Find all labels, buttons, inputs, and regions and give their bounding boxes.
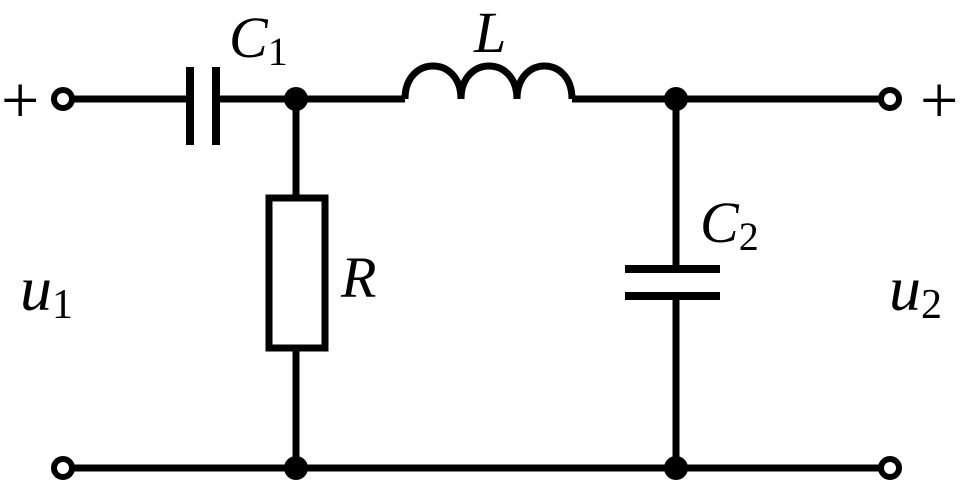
label-c1-sub: 1: [268, 29, 288, 74]
label-c1-main: C: [229, 5, 269, 70]
terminal-input-bottom: [51, 456, 75, 480]
label-u2-main: u: [889, 253, 921, 324]
terminal-input-top: [51, 87, 75, 111]
junction-node-bottom-left: [284, 456, 308, 480]
junction-node-bottom-right: [664, 456, 688, 480]
label-l: L: [473, 0, 506, 65]
terminal-output-top: [878, 87, 902, 111]
label-c2: C2: [700, 190, 759, 259]
resistor-r: [265, 194, 329, 352]
label-u2: u2: [889, 253, 942, 328]
junction-node-top-right: [664, 87, 688, 111]
label-u1-sub: 1: [52, 282, 73, 328]
label-r: R: [340, 245, 376, 310]
label-c2-main: C: [700, 190, 740, 255]
label-c2-sub: 2: [739, 214, 759, 259]
junction-node-top-left: [284, 87, 308, 111]
label-u1: u1: [20, 253, 73, 328]
label-u1-main: u: [20, 253, 52, 324]
inductor-l-coil: [401, 62, 576, 100]
output-plus-sign: +: [920, 62, 958, 138]
label-c1: C1: [229, 5, 288, 74]
label-u2-sub: 2: [921, 282, 942, 328]
terminal-output-bottom: [878, 456, 902, 480]
input-plus-sign: +: [1, 62, 39, 138]
